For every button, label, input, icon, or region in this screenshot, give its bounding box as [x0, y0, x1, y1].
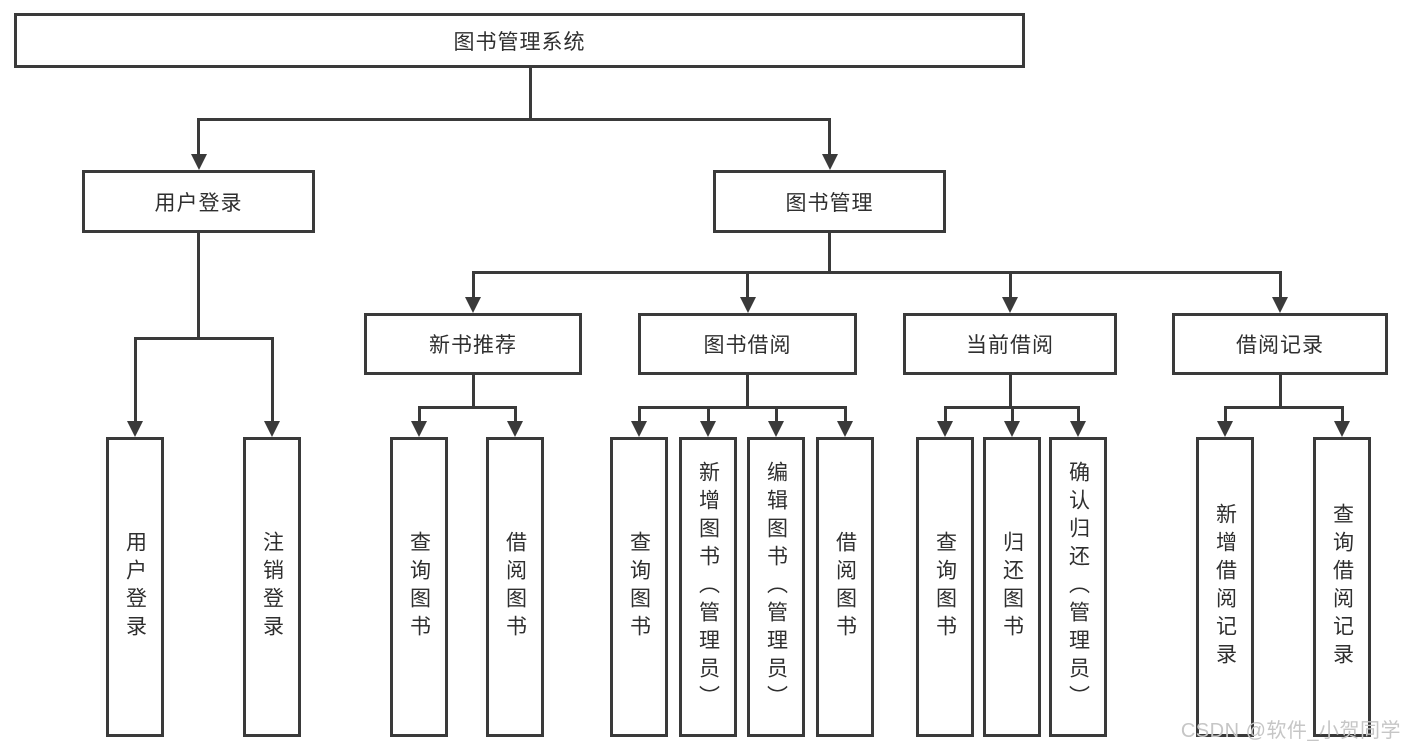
node-new-book-recommend: 新书推荐	[364, 313, 582, 375]
arrowhead-down-icon	[1070, 421, 1086, 437]
node-root: 图书管理系统	[14, 13, 1025, 68]
node-current-borrowing: 当前借阅	[903, 313, 1117, 375]
connector-drop-line	[943, 407, 947, 421]
connector-drop-line	[828, 119, 831, 154]
connector-hline	[1223, 405, 1344, 409]
arrowhead-down-icon	[1272, 297, 1288, 313]
leaf-bb-query-books: 查询图书	[610, 437, 668, 737]
connector-drop-line	[1340, 407, 1344, 421]
connector-drop-line	[270, 338, 274, 421]
connector-hline	[133, 336, 274, 340]
node-book-borrowing-label: 图书借阅	[703, 334, 792, 357]
connector-drop-line	[843, 407, 847, 421]
leaf-bb-borrow-books-label: 借阅图书	[833, 531, 857, 643]
leaf-bb-borrow-books: 借阅图书	[816, 437, 874, 737]
connector-drop-line	[706, 407, 710, 421]
leaf-bb-edit-books-admin: 编辑图书（管理员）	[747, 437, 805, 737]
leaf-cb-return-books-label: 归还图书	[1000, 531, 1024, 643]
connector-drop-line	[1010, 407, 1014, 421]
leaf-br-add-borrow-record-label: 新增借阅记录	[1213, 503, 1237, 671]
connector-vline	[528, 68, 532, 119]
connector-hline	[637, 405, 847, 409]
leaf-cb-query-books-label: 查询图书	[933, 531, 957, 643]
arrowhead-down-icon	[411, 421, 427, 437]
arrowhead-down-icon	[631, 421, 647, 437]
connector-drop-line	[1008, 272, 1012, 297]
leaf-bb-edit-books-admin-label: 编辑图书（管理员）	[764, 461, 788, 713]
leaf-nbr-borrow-books: 借阅图书	[486, 437, 544, 737]
node-user-login: 用户登录	[82, 170, 315, 233]
connector-hline	[197, 117, 831, 121]
arrowhead-down-icon	[768, 421, 784, 437]
node-book-management-label: 图书管理	[785, 191, 874, 215]
arrowhead-down-icon	[127, 421, 143, 437]
connector-vline	[828, 233, 831, 272]
leaf-cb-return-books: 归还图书	[983, 437, 1041, 737]
arrowhead-down-icon	[739, 297, 756, 313]
arrowhead-down-icon	[1217, 421, 1233, 437]
leaf-br-query-borrow-record-label: 查询借阅记录	[1330, 503, 1354, 671]
connector-vline	[746, 375, 749, 407]
connector-drop-line	[513, 407, 517, 421]
node-book-borrowing: 图书借阅	[638, 313, 857, 375]
connector-drop-line	[746, 272, 749, 297]
connector-drop-line	[637, 407, 641, 421]
connector-drop-line	[1076, 407, 1080, 421]
leaf-br-add-borrow-record: 新增借阅记录	[1196, 437, 1254, 737]
arrowhead-down-icon	[821, 154, 838, 170]
arrowhead-down-icon	[465, 297, 481, 313]
connector-drop-line	[774, 407, 778, 421]
leaf-bb-query-books-label: 查询图书	[627, 531, 651, 643]
arrowhead-down-icon	[1002, 297, 1018, 313]
leaf-nbr-query-books: 查询图书	[390, 437, 448, 737]
leaf-user-login-label: 用户登录	[123, 531, 147, 643]
arrowhead-down-icon	[264, 421, 280, 437]
arrowhead-down-icon	[190, 154, 207, 170]
connector-hline	[471, 270, 1282, 274]
connector-vline	[197, 233, 200, 338]
node-root-label: 图书管理系统	[453, 30, 586, 54]
watermark: CSDN @软件_小贺同学	[1180, 720, 1401, 742]
connector-drop-line	[417, 407, 421, 421]
connector-drop-line	[471, 272, 475, 297]
node-borrowing-records-label: 借阅记录	[1236, 334, 1324, 357]
node-book-management: 图书管理	[713, 170, 946, 233]
arrowhead-down-icon	[700, 421, 716, 437]
node-borrowing-records: 借阅记录	[1172, 313, 1388, 375]
leaf-br-query-borrow-record: 查询借阅记录	[1313, 437, 1371, 737]
arrowhead-down-icon	[837, 421, 853, 437]
arrowhead-down-icon	[937, 421, 953, 437]
leaf-cb-confirm-return-admin: 确认归还（管理员）	[1049, 437, 1107, 737]
connector-hline	[417, 405, 517, 409]
node-new-book-recommend-label: 新书推荐	[429, 334, 517, 357]
leaf-user-login: 用户登录	[106, 437, 164, 737]
connector-vline	[1008, 375, 1012, 407]
arrowhead-down-icon	[1334, 421, 1350, 437]
connector-vline	[1278, 375, 1282, 407]
connector-drop-line	[197, 119, 200, 154]
arrowhead-down-icon	[507, 421, 523, 437]
connector-drop-line	[1223, 407, 1227, 421]
connector-vline	[471, 375, 475, 407]
leaf-logout-label: 注销登录	[260, 531, 284, 643]
node-user-login-label: 用户登录	[154, 191, 243, 215]
leaf-nbr-borrow-books-label: 借阅图书	[503, 531, 527, 643]
leaf-cb-confirm-return-admin-label: 确认归还（管理员）	[1066, 461, 1090, 713]
leaf-cb-query-books: 查询图书	[916, 437, 974, 737]
leaf-bb-add-books-admin-label: 新增图书（管理员）	[696, 461, 720, 713]
connector-drop-line	[133, 338, 137, 421]
node-current-borrowing-label: 当前借阅	[966, 334, 1054, 357]
arrowhead-down-icon	[1004, 421, 1020, 437]
leaf-logout: 注销登录	[243, 437, 301, 737]
leaf-nbr-query-books-label: 查询图书	[407, 531, 431, 643]
connector-drop-line	[1278, 272, 1282, 297]
leaf-bb-add-books-admin: 新增图书（管理员）	[679, 437, 737, 737]
